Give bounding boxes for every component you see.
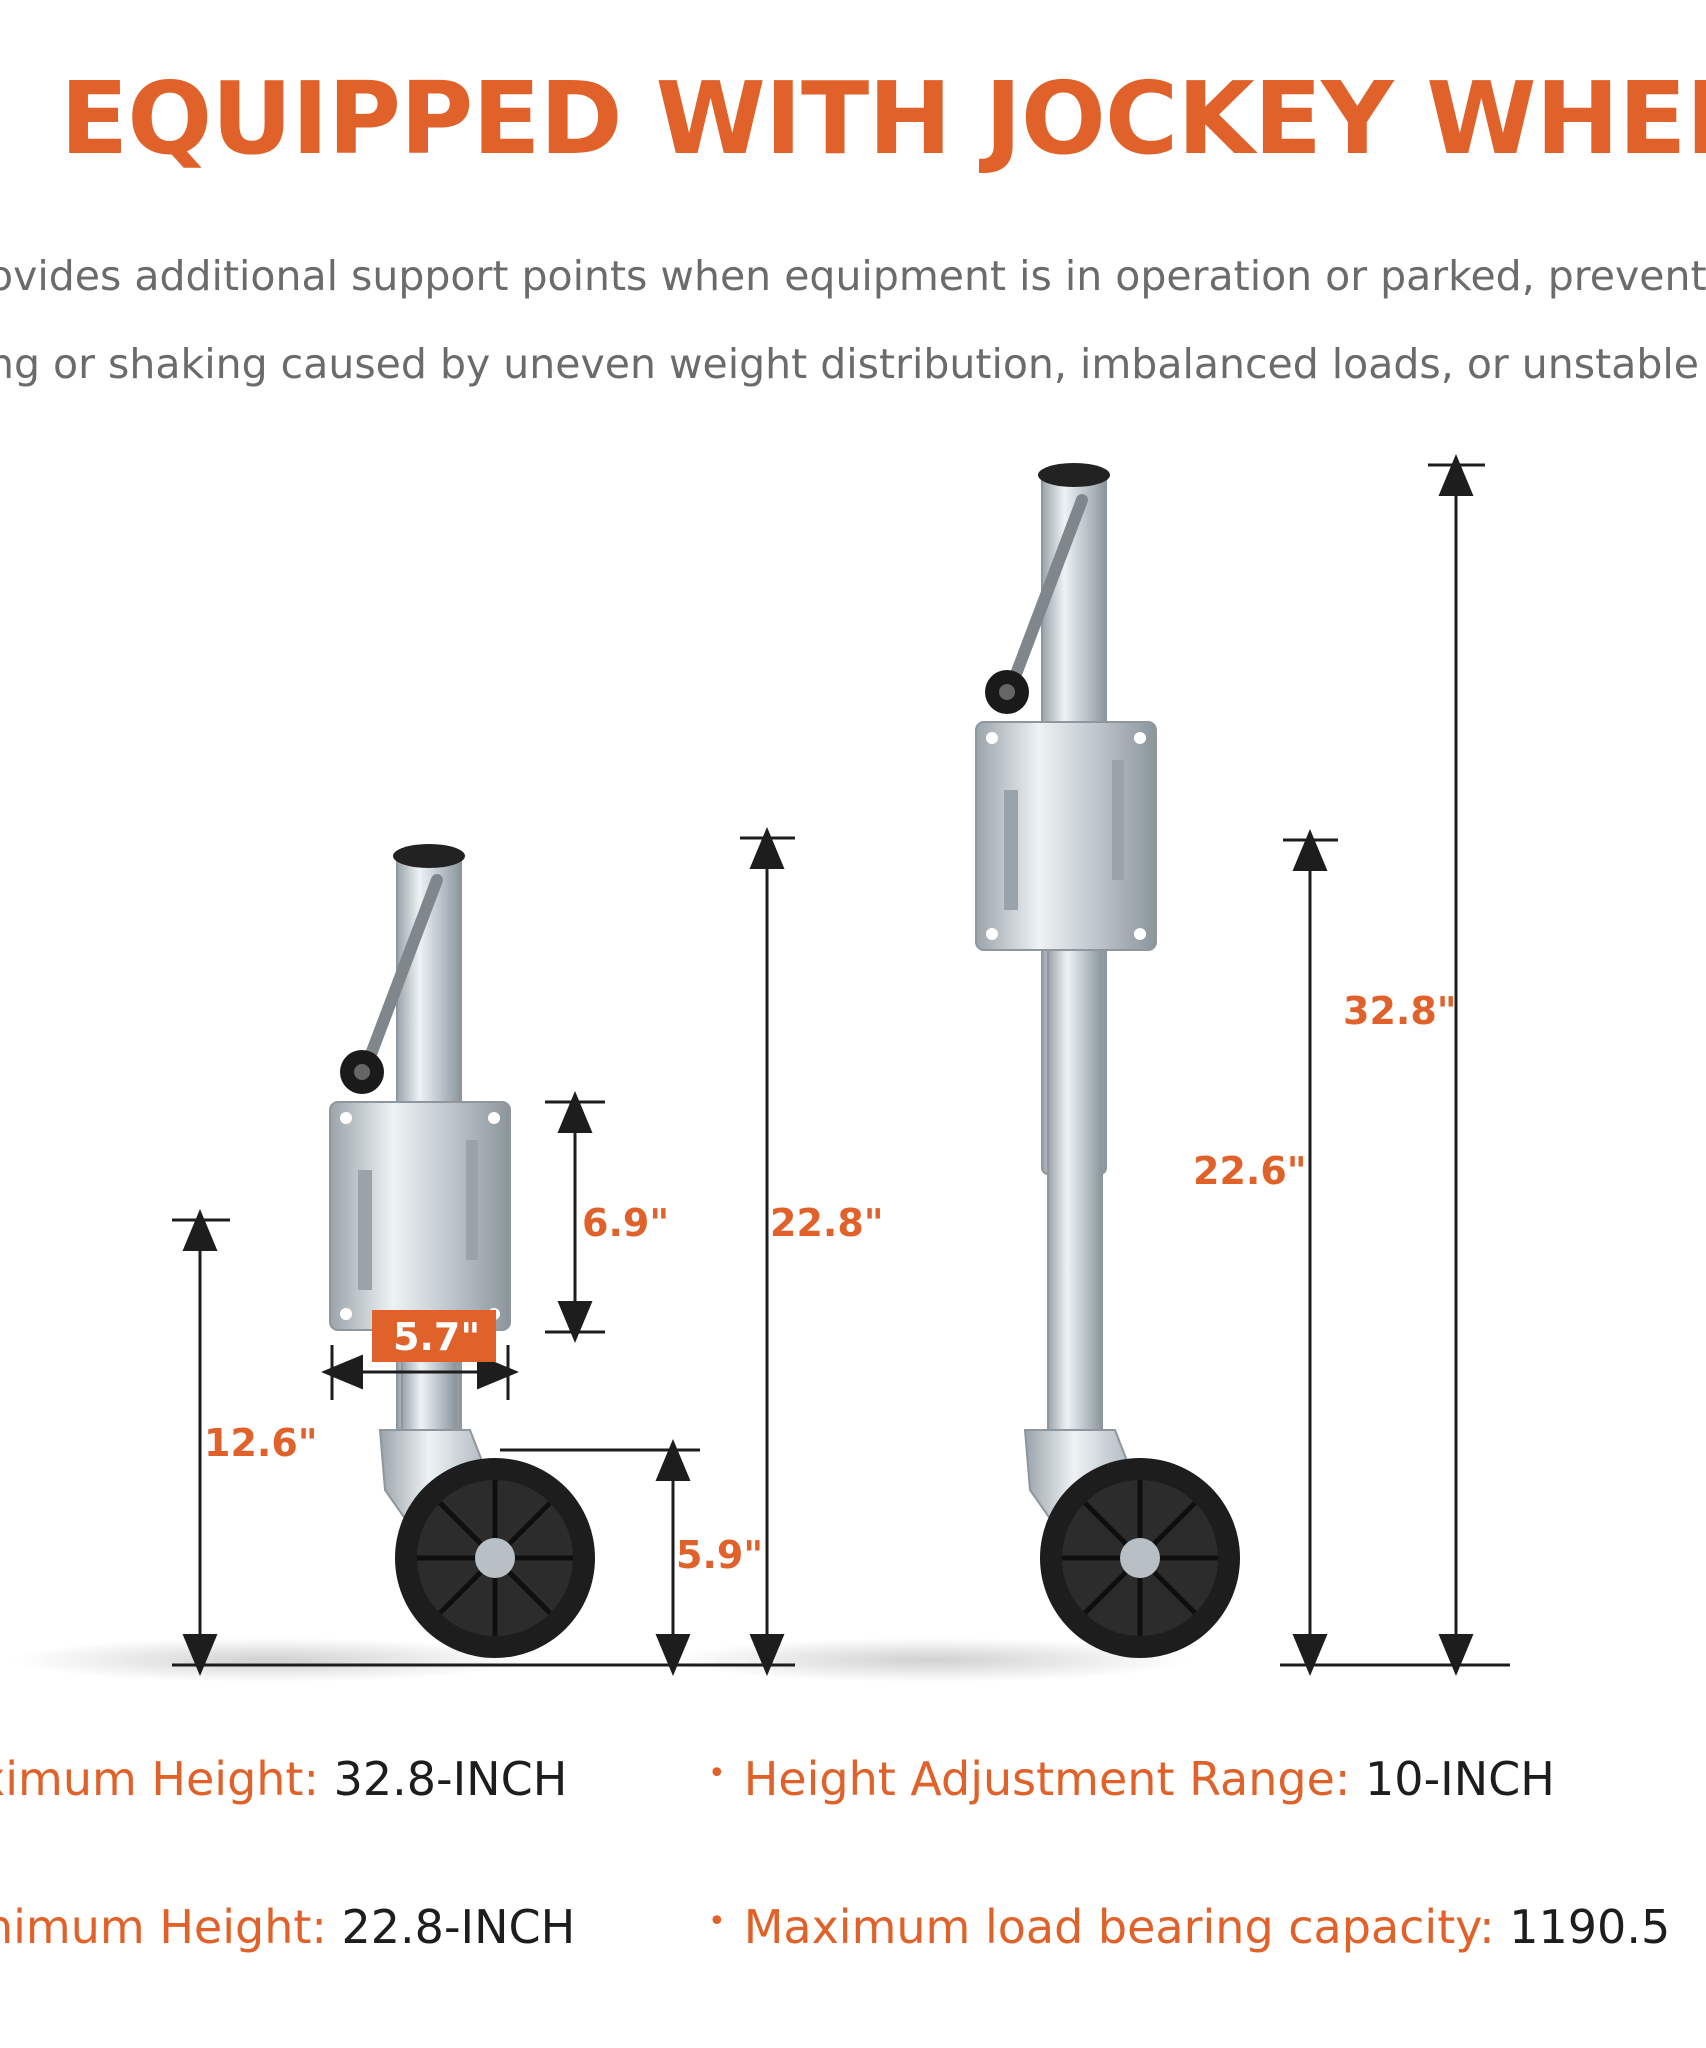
- dim-min-total-height: 22.8": [770, 1201, 884, 1245]
- description-line-1: ovides additional support points when eq…: [0, 252, 1706, 300]
- jack-extended: [670, 463, 1240, 1682]
- spec-value: 22.8-INCH: [341, 1900, 576, 1954]
- dim-max-total-height: 32.8": [1343, 989, 1457, 1033]
- dimension-lines: [172, 454, 1510, 1676]
- spec-label: ximum Height:: [0, 1752, 319, 1806]
- spec-minimum-height: nimum Height: 22.8-INCH: [0, 1900, 575, 1954]
- spec-label: Maximum load bearing capacity:: [743, 1900, 1495, 1954]
- spec-height-adjustment: • Height Adjustment Range: 10-INCH: [708, 1752, 1555, 1806]
- spec-label: Height Adjustment Range:: [743, 1752, 1351, 1806]
- width-label-badge: [372, 1310, 496, 1362]
- dim-extended-mount-height: 22.6": [1193, 1149, 1307, 1193]
- dim-mount-height: 12.6": [204, 1421, 318, 1465]
- dim-bracket-height: 6.9": [582, 1201, 669, 1245]
- spec-maximum-height: ximum Height: 32.8-INCH: [0, 1752, 567, 1806]
- dim-wheel-height: 5.9": [676, 1533, 763, 1577]
- page-title: EQUIPPED WITH JOCKEY WHEEL: [60, 60, 1706, 177]
- jack-retracted: [10, 844, 595, 1682]
- spec-label: nimum Height:: [0, 1900, 327, 1954]
- spec-value: 10-INCH: [1365, 1752, 1555, 1806]
- bullet-icon: •: [708, 1904, 726, 1939]
- spec-value: 32.8-INCH: [333, 1752, 568, 1806]
- spec-load-capacity: • Maximum load bearing capacity: 1190.5: [708, 1900, 1670, 1954]
- jockey-wheel-illustration: 6.9" 5.7" 22.8" 12.6" 5.9" 22.6" 32.8": [10, 454, 1510, 1682]
- description-line-2: ng or shaking caused by uneven weight di…: [0, 340, 1706, 388]
- bullet-icon: •: [708, 1756, 726, 1791]
- dim-bracket-width: 5.7": [393, 1315, 480, 1359]
- spec-value: 1190.5: [1509, 1900, 1671, 1954]
